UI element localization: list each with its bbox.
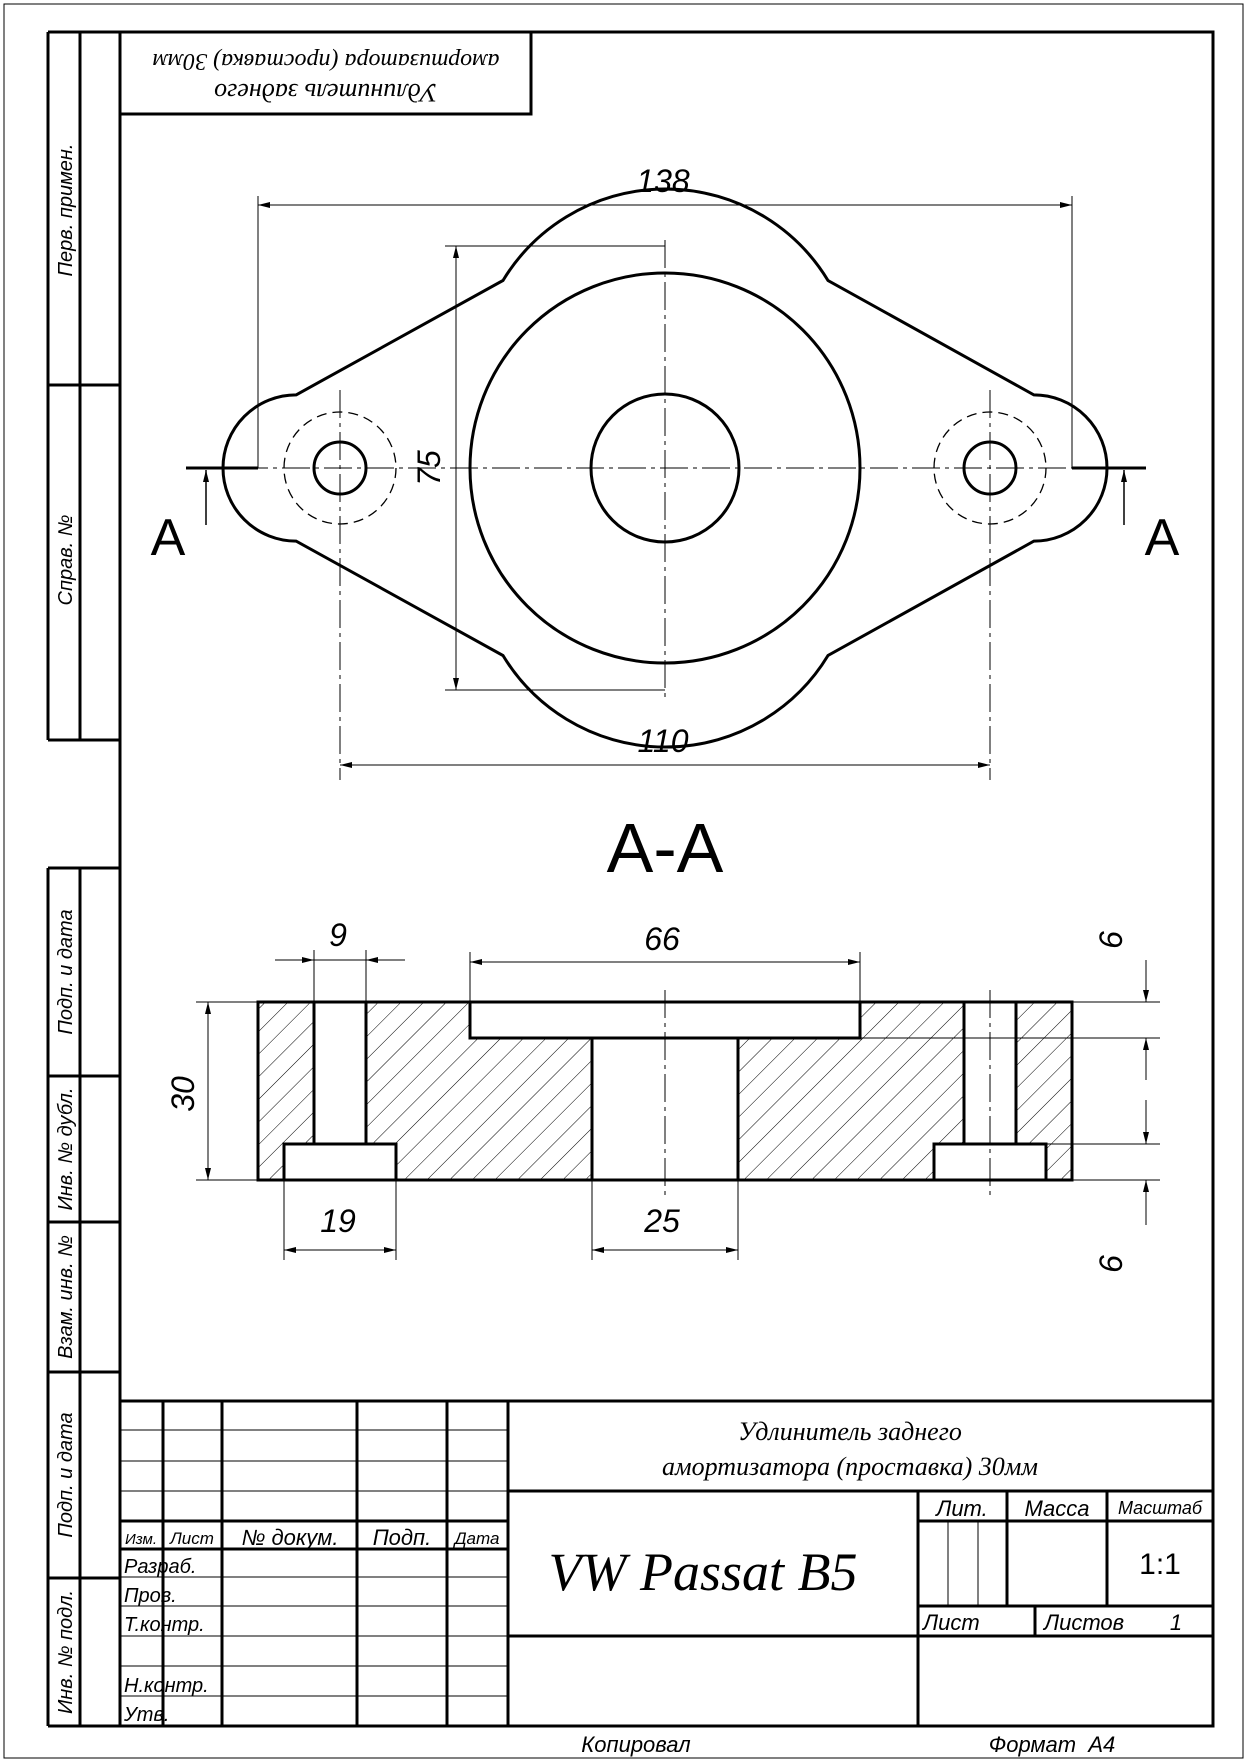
dim-recess-dia — [469, 952, 861, 1002]
footer-kopiroval: Копировал — [581, 1732, 690, 1757]
footer-format: Формат А4 — [989, 1732, 1116, 1757]
section-title: А-А — [607, 809, 724, 887]
dim-hole-dia — [275, 950, 405, 1002]
dim-recess-depth — [860, 960, 1160, 1080]
tb-designation: VW Passat B5 — [549, 1542, 858, 1602]
tb-lit-label: Лит. — [934, 1496, 988, 1521]
tb-list-label: Лист — [921, 1610, 980, 1635]
plan-view: А А 138 75 110 — [151, 163, 1180, 780]
tb-scale-value: 1:1 — [1139, 1548, 1181, 1581]
flange-outline — [221, 187, 1109, 749]
tb-header-data: Дата — [453, 1529, 500, 1548]
label-sprav-no: Справ. № — [55, 515, 77, 606]
section-view: 9 66 30 19 25 — [165, 917, 1160, 1273]
label-podp-data-2: Подп. и дата — [55, 1412, 77, 1537]
dim-counterbore-depth — [1046, 1100, 1160, 1225]
dim-center-hole-dia-value: 25 — [643, 1203, 680, 1239]
label-inv-podl: Инв. № подл. — [55, 1590, 77, 1714]
label-inv-dubl: Инв. № дубл. — [55, 1088, 77, 1211]
section-marker-left: А — [151, 509, 186, 567]
tb-name-line1: Удлинитель заднего — [738, 1417, 962, 1446]
tb-listov-value: 1 — [1170, 1610, 1182, 1635]
section-marker-right: А — [1145, 509, 1180, 567]
dim-height-value: 75 — [411, 450, 447, 486]
top-title-line2: амортизатора (проставка) 30мм — [153, 48, 500, 74]
dim-counterbore-depth-value: 6 — [1093, 1255, 1129, 1273]
tb-role-prov: Пров. — [124, 1585, 177, 1607]
tb-header-izm: Изм. — [125, 1531, 157, 1548]
tb-role-t-kontr: Т.контр. — [124, 1614, 205, 1636]
dim-counterbore-dia-value: 19 — [320, 1203, 356, 1239]
tb-role-razrab: Разраб. — [124, 1556, 196, 1578]
section-hatched-body — [258, 1002, 1072, 1180]
top-title-line1: Удлинитель заднего — [214, 78, 438, 107]
tb-header-no-dokum: № докум. — [242, 1525, 339, 1550]
tb-listov-label: Листов — [1042, 1610, 1124, 1635]
label-perv-primen: Перв. примен. — [55, 144, 77, 277]
tb-header-list: Лист — [169, 1529, 214, 1548]
dim-hole-spacing-value: 110 — [637, 723, 688, 759]
dim-counterbore-dia — [283, 1180, 397, 1260]
dim-recess-dia-value: 66 — [644, 921, 680, 957]
label-podp-data-1: Подп. и дата — [55, 909, 77, 1034]
section-view-arrows — [203, 470, 1127, 525]
plan-centerlines — [240, 240, 1090, 780]
label-vzam-inv: Взам. инв. № — [55, 1235, 77, 1359]
title-block-text: Изм. Лист № докум. Подп. Дата Разраб. Пр… — [123, 1417, 1203, 1726]
top-title-box: Удлинитель заднего амортизатора (простав… — [118, 30, 533, 116]
dim-overall-length — [257, 196, 1073, 468]
tb-masshtab-label: Масштаб — [1118, 1498, 1203, 1518]
dim-recess-depth-value: 6 — [1093, 931, 1129, 949]
tb-name-line2: амортизатора (проставка) 30мм — [662, 1452, 1038, 1481]
dim-thickness — [196, 1001, 258, 1181]
tb-header-podp: Подп. — [373, 1525, 432, 1550]
dim-center-hole-dia — [591, 1180, 739, 1260]
sheet-frame — [3, 3, 1244, 1759]
tb-massa-label: Масса — [1024, 1496, 1089, 1521]
title-block — [120, 1399, 1213, 1726]
tb-role-utv: Утв. — [123, 1704, 169, 1726]
dim-thickness-value: 30 — [165, 1076, 201, 1112]
left-margin-labels: Перв. примен. Справ. № Подп. и дата Инв.… — [55, 144, 77, 1715]
dim-hole-dia-value: 9 — [329, 917, 347, 953]
dim-overall-length-value: 138 — [636, 163, 690, 199]
tb-role-n-kontr: Н.контр. — [124, 1675, 209, 1697]
dim-height — [445, 245, 665, 691]
left-margin-strip — [46, 30, 120, 1728]
section-centerlines — [664, 990, 991, 1200]
